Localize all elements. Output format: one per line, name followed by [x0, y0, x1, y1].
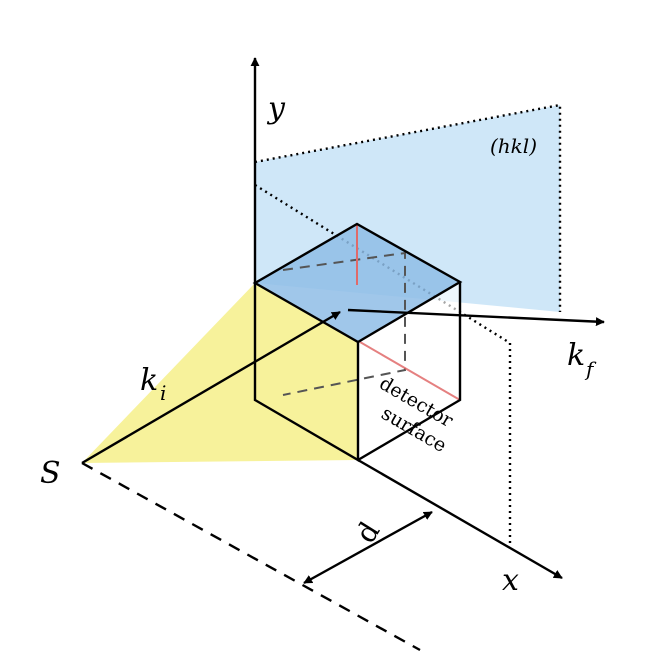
hkl-plane-label: (hkl) [490, 134, 537, 158]
k-final-label: k [567, 338, 585, 373]
incident-beam [82, 283, 358, 463]
cube-outline-front [253, 283, 360, 463]
source-baseline [81, 461, 421, 652]
distance-label: d [349, 516, 387, 549]
x-axis [357, 458, 563, 580]
cube-accent-edge-right [359, 341, 461, 401]
k-incident-subscript: i [160, 381, 166, 405]
distance-arrow [303, 510, 433, 585]
x-axis-label: x [502, 563, 519, 598]
source-label: S [40, 456, 61, 491]
hkl-plane-edge [254, 103, 562, 312]
k-final-subscript: f [584, 357, 597, 381]
cube-outline-right [357, 282, 462, 462]
k-final-arrow [347, 308, 605, 327]
k-incident-label: k [140, 363, 158, 398]
y-axis-label: y [266, 91, 286, 126]
k-incident-arrow [81, 310, 341, 465]
